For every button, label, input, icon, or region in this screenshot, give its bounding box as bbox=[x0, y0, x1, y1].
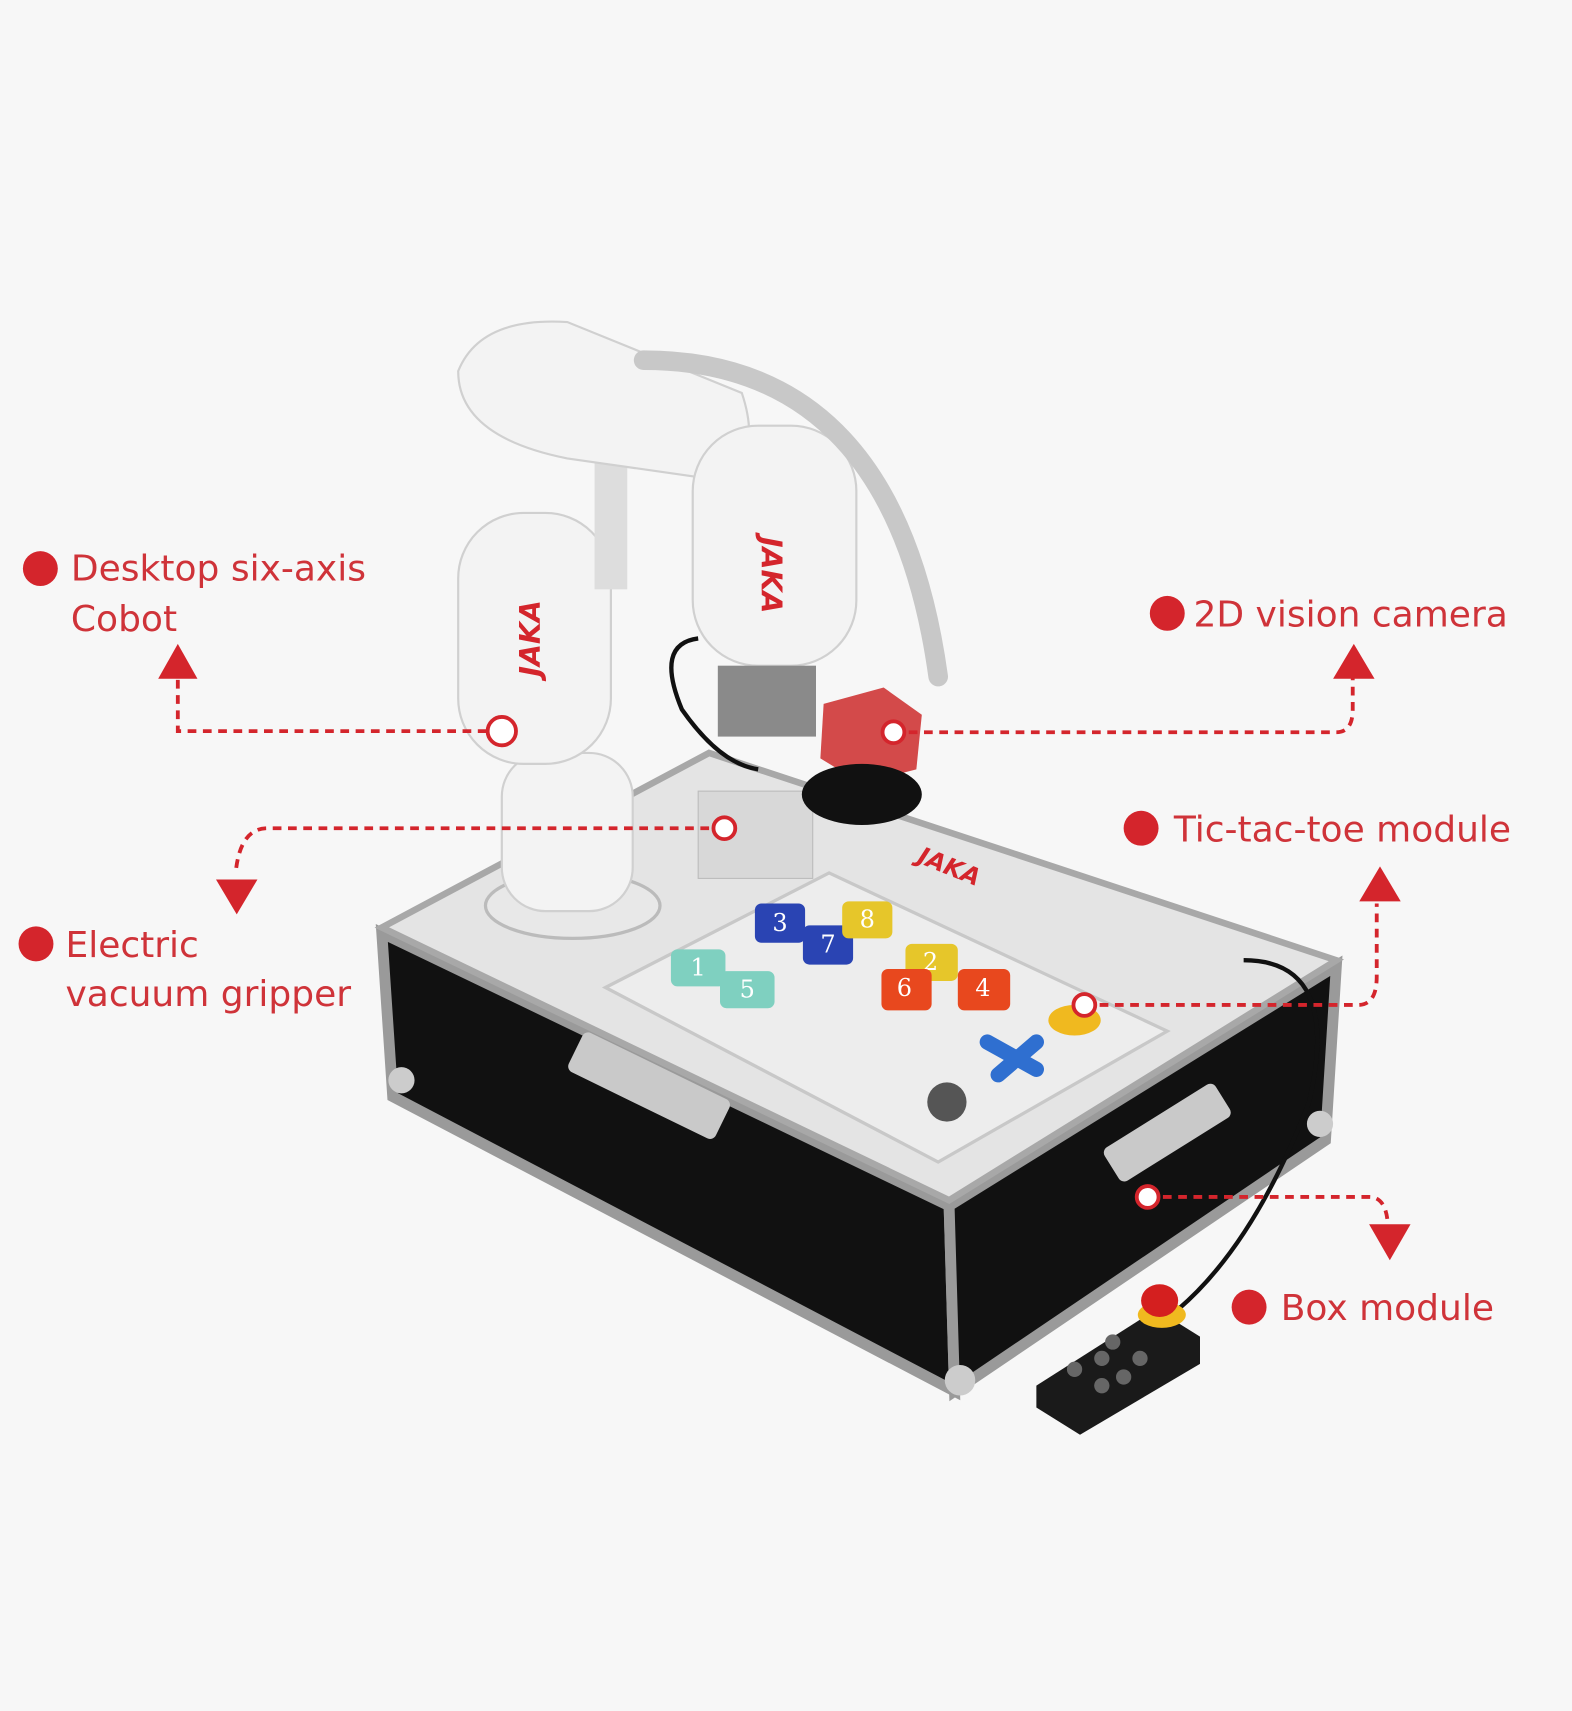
arrow-down-icon bbox=[216, 879, 258, 915]
svg-text:4: 4 bbox=[975, 974, 990, 1002]
svg-text:6: 6 bbox=[897, 974, 912, 1002]
label-cobot-line2: Cobot bbox=[71, 599, 177, 640]
callout-gripper: Electric vacuum gripper bbox=[18, 815, 738, 1015]
svg-text:5: 5 bbox=[740, 975, 755, 1003]
arrow-down-icon bbox=[1369, 1224, 1411, 1261]
bullet-dot-icon bbox=[1123, 810, 1159, 846]
jaka-logo-arm: JAKA bbox=[514, 600, 547, 681]
svg-text:2: 2 bbox=[923, 948, 938, 976]
marker-tictactoe bbox=[1071, 992, 1098, 1018]
svg-text:3: 3 bbox=[772, 909, 787, 937]
marker-box bbox=[1134, 1184, 1161, 1210]
label-cobot-line1: Desktop six-axis bbox=[71, 549, 366, 590]
label-tictactoe: Tic-tac-toe module bbox=[1173, 809, 1511, 850]
callout-tictactoe: Tic-tac-toe module bbox=[1071, 809, 1511, 1018]
callout-cobot: Desktop six-axis Cobot bbox=[22, 549, 518, 748]
arrow-up-icon bbox=[1333, 643, 1375, 679]
bullet-dot-icon bbox=[22, 551, 58, 587]
label-box: Box module bbox=[1281, 1288, 1494, 1329]
bullet-dot-icon bbox=[1149, 595, 1185, 631]
label-camera: 2D vision camera bbox=[1193, 594, 1507, 635]
cobot-arm: JAKA JAKA bbox=[457, 320, 948, 941]
marker-cobot bbox=[485, 715, 518, 748]
marker-gripper bbox=[711, 815, 738, 842]
arrow-up-icon bbox=[158, 643, 198, 679]
puzzle-blocks: 3 7 8 1 5 2 6 4 bbox=[670, 901, 1101, 1122]
svg-text:1: 1 bbox=[691, 954, 706, 982]
bullet-dot-icon bbox=[1231, 1289, 1267, 1325]
svg-text:7: 7 bbox=[820, 931, 835, 959]
callout-box: Box module bbox=[1134, 1184, 1494, 1329]
label-gripper-line2: vacuum gripper bbox=[65, 974, 351, 1015]
bullet-dot-icon bbox=[18, 926, 54, 962]
callout-camera: 2D vision camera bbox=[880, 594, 1508, 746]
svg-text:8: 8 bbox=[860, 906, 875, 934]
marker-camera bbox=[880, 719, 907, 746]
arrow-up-icon bbox=[1359, 866, 1401, 902]
jaka-logo-arm-upper: JAKA bbox=[754, 532, 787, 613]
label-gripper-line1: Electric bbox=[65, 925, 198, 966]
control-pendant bbox=[1036, 958, 1320, 1435]
